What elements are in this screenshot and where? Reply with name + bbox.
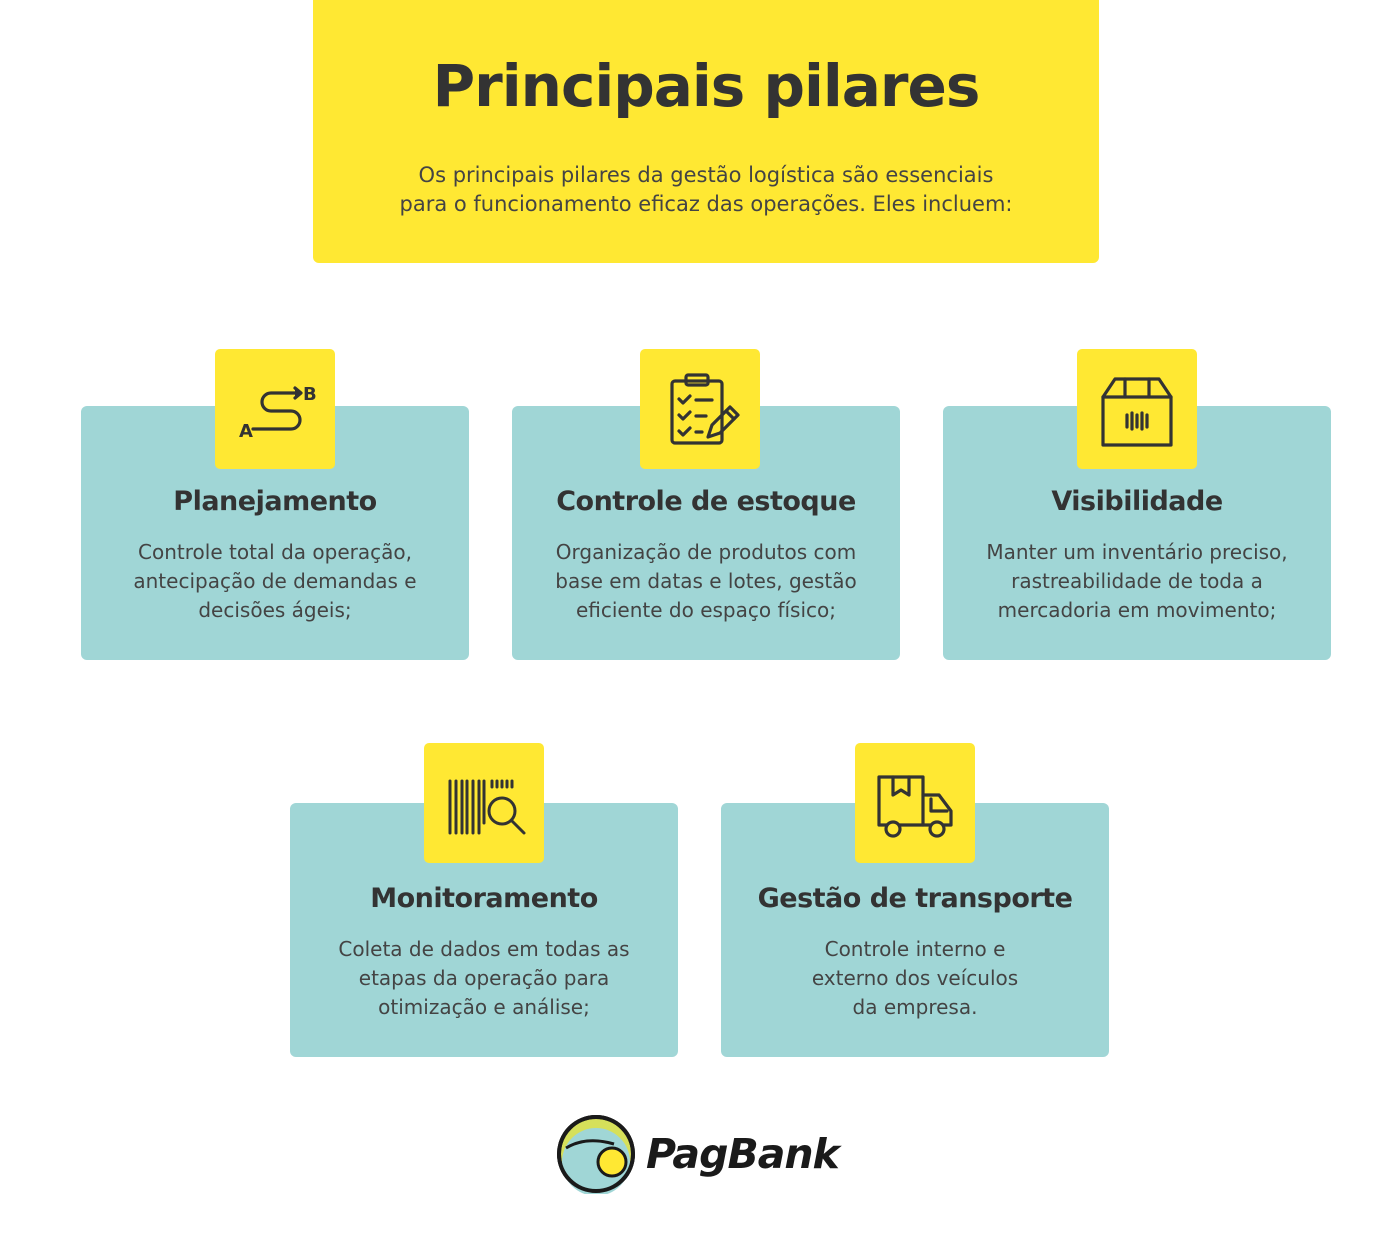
card-gestao-de-transporte: Gestão de transporte Controle interno e … [721, 803, 1109, 1057]
icon-letter-b: B [303, 384, 317, 405]
card-title: Controle de estoque [556, 486, 856, 517]
delivery-truck-icon [855, 743, 975, 863]
pagbank-logo-text: PagBank [646, 1130, 840, 1178]
card-title: Visibilidade [1051, 486, 1223, 517]
card-text: Coleta de dados em todas as etapas da op… [338, 937, 630, 1019]
card-title: Planejamento [173, 486, 377, 517]
barcode-search-icon [424, 743, 544, 863]
card-controle-de-estoque: Controle de estoque Organização de produ… [512, 406, 900, 660]
card-text: Manter um inventário preciso, rastreabil… [986, 540, 1288, 622]
pagbank-logo: PagBank [556, 1114, 840, 1194]
card-text: Controle interno e externo dos veículos … [811, 937, 1019, 1019]
clipboard-checklist-icon [640, 349, 760, 469]
barcode-box-icon [1077, 349, 1197, 469]
card-title: Monitoramento [370, 883, 598, 914]
page-title: Principais pilares [432, 52, 981, 120]
card-visibilidade: Visibilidade Manter um inventário precis… [943, 406, 1331, 660]
card-title: Gestão de transporte [757, 883, 1073, 914]
page-subtitle: Os principais pilares da gestão logístic… [399, 163, 1013, 216]
header-banner: Principais pilares Os principais pilares… [313, 0, 1099, 263]
card-text: Organização de produtos com base em data… [555, 540, 857, 622]
pagbank-logo-icon [557, 1115, 635, 1194]
icon-letter-a: A [239, 421, 253, 442]
route-a-to-b-icon: A B [215, 349, 335, 469]
card-text: Controle total da operação, antecipação … [133, 540, 417, 622]
